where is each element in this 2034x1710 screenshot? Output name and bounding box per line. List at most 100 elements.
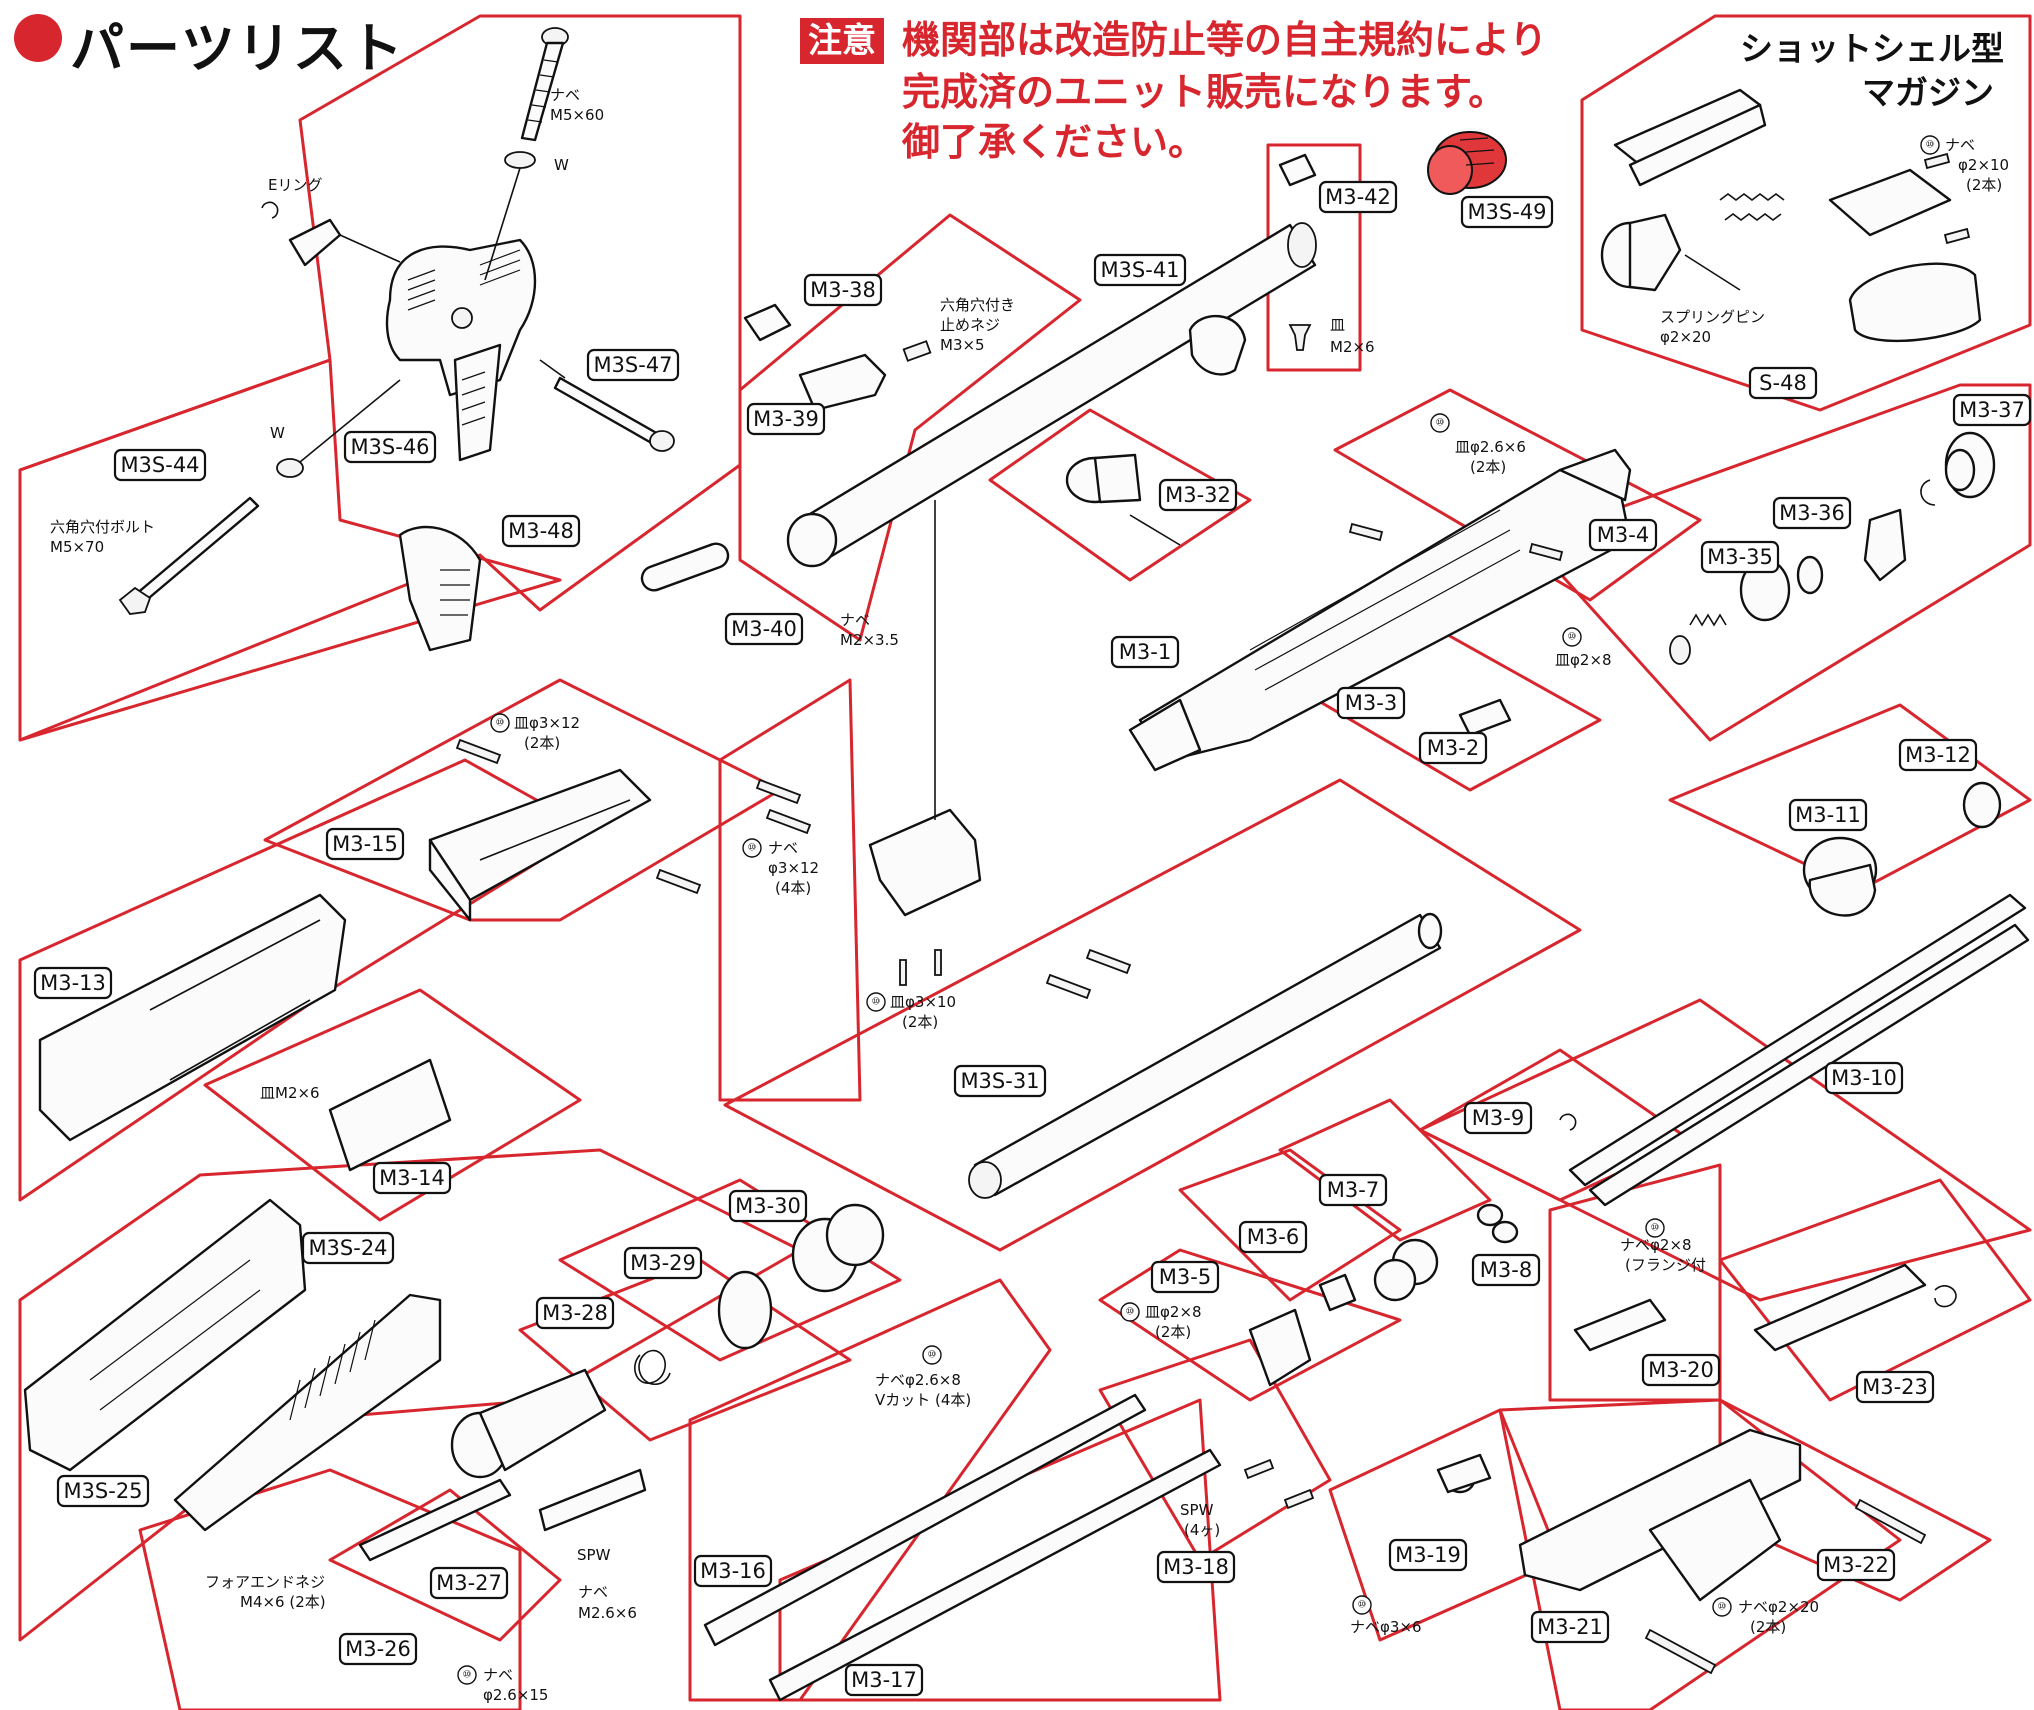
svg-text:M3-5: M3-5 (1159, 1265, 1211, 1289)
info-icon (1120, 1302, 1140, 1322)
note-nabe-3x6: ナベφ3×6 (1350, 1618, 1422, 1636)
note-nabe-2x20-2: (2本) (1750, 1618, 1786, 1636)
warning-line-1: 機関部は改造防止等の自主規約により (902, 18, 1548, 62)
svg-text:M3-27: M3-27 (436, 1571, 502, 1595)
region-m3s-31 (723, 778, 1582, 1252)
svg-text:M3-7: M3-7 (1327, 1178, 1379, 1202)
part-m3-30 (791, 1203, 885, 1293)
tag-m3-27: M3-27 (429, 1566, 509, 1600)
warning-badge: 注意 (800, 18, 884, 64)
tag-m3-39: M3-39 (746, 402, 826, 436)
region-m3-13 (18, 758, 592, 1202)
part-m3s-31 (968, 912, 1443, 1199)
bolt-m5x60 (484, 27, 569, 281)
part-m3-27 (358, 1368, 647, 1562)
tag-m3-37: M3-37 (1952, 393, 2032, 427)
note-nabe-m5x60-2: M5×60 (550, 106, 604, 124)
part-m3-32 (1065, 453, 1181, 546)
note-nabe-2-6x15-2: φ2.6×15 (483, 1686, 548, 1704)
part-m3-10 (1568, 893, 2030, 1207)
note-e-ring: Eリング (268, 176, 322, 194)
part-m3-37 (1920, 431, 1996, 506)
tag-m3-8: M3-8 (1471, 1253, 1541, 1287)
note-nabe-m2x3-5-1: ナベ (840, 611, 870, 629)
note-nabe-2x20-1: ナベφ2×20 (1738, 1598, 1819, 1616)
tag-m3s-46: M3S-46 (343, 430, 437, 464)
svg-text:M3-30: M3-30 (735, 1194, 801, 1218)
region-m3-18 (1098, 1338, 1332, 1562)
region-m3-42 (1266, 143, 1362, 372)
note-sara-2-6x6-2: (2本) (1470, 458, 1506, 476)
tag-m3-3: M3-3 (1336, 686, 1406, 720)
svg-text:M3-15: M3-15 (332, 832, 398, 856)
part-m3-19 (1436, 1453, 1492, 1494)
part-m3-15 (428, 768, 652, 922)
region-m3-21 (1498, 1398, 1902, 1710)
icon-glyph-8: ⑩ (1126, 1307, 1135, 1318)
svg-text:M3S-25: M3S-25 (63, 1479, 142, 1503)
note-nabe-2x10-3: (2本) (1966, 176, 2002, 194)
tag-m3-9: M3-9 (1463, 1101, 1533, 1135)
svg-text:M3-39: M3-39 (753, 407, 819, 431)
barrel-bracket (868, 500, 982, 917)
svg-text:M3-8: M3-8 (1480, 1258, 1532, 1282)
svg-text:M3-32: M3-32 (1165, 483, 1231, 507)
note-nabe-2-6x15-1: ナベ (483, 1666, 513, 1684)
region-middle (718, 678, 862, 1102)
svg-text:M3-35: M3-35 (1707, 545, 1773, 569)
note-nabe-3x12-2: φ3×12 (768, 859, 819, 877)
svg-text:M3-17: M3-17 (851, 1668, 917, 1692)
tag-m3-12: M3-12 (1898, 738, 1978, 772)
note-sara-2x8-2-1: 皿φ2×8 (1145, 1303, 1202, 1321)
tag-m3-16: M3-16 (693, 1554, 773, 1588)
part-m3s-25 (173, 1293, 442, 1532)
note-nabe-3x12-1: ナベ (768, 839, 798, 857)
note-hex-set-screw-3: M3×5 (940, 336, 985, 354)
tag-m3s-25: M3S-25 (56, 1474, 150, 1508)
note-hex-bolt-1: 六角穴付ボルト (50, 518, 155, 536)
svg-text:M3-42: M3-42 (1325, 185, 1391, 209)
tag-m3s-31: M3S-31 (953, 1064, 1047, 1098)
note-spw-4-1: SPW (1180, 1501, 1214, 1519)
info-icon (1645, 1218, 1665, 1238)
warning-line-3: 御了承ください。 (902, 120, 1207, 164)
note-nabe-3x12-3: (4本) (775, 879, 811, 897)
region-m3-15 (263, 678, 782, 922)
region-m3-10 (1418, 998, 2032, 1302)
region-m3-26 (138, 1468, 522, 1710)
icon-glyph-11: ⑩ (1358, 1600, 1367, 1611)
tag-m3-11: M3-11 (1788, 798, 1868, 832)
tag-m3s-49: M3S-49 (1460, 195, 1554, 229)
part-m3-8 (1476, 1203, 1519, 1244)
svg-text:M3-6: M3-6 (1247, 1225, 1299, 1249)
svg-text:M3-13: M3-13 (40, 971, 106, 995)
region-m3-17 (778, 1398, 1222, 1702)
svg-text:M3-9: M3-9 (1472, 1106, 1524, 1130)
part-m3-11 (1802, 836, 1878, 917)
part-m3-40 (640, 542, 730, 592)
part-m3-20 (1573, 1298, 1667, 1352)
tag-m3-5: M3-5 (1150, 1260, 1220, 1294)
tag-m3-14: M3-14 (372, 1161, 452, 1195)
part-m3-38 (743, 303, 792, 342)
part-m3-42 (1278, 153, 1317, 187)
region-m3-7 (1278, 1098, 1492, 1242)
note-spring-pin-1: スプリングピン (1660, 308, 1765, 326)
tag-m3-22: M3-22 (1816, 1548, 1896, 1582)
region-m3-6 (1178, 1148, 1402, 1302)
tag-m3-36: M3-36 (1772, 496, 1852, 530)
grip-m3-48 (398, 525, 482, 652)
part-m3-9 (1559, 1113, 1577, 1131)
tag-m3-26: M3-26 (338, 1632, 418, 1666)
svg-text:M3-29: M3-29 (630, 1251, 696, 1275)
part-m3-28 (634, 1349, 671, 1386)
note-nabe-2x8-flange-2: (フランジ付 (1625, 1256, 1706, 1274)
note-w-left: W (270, 424, 285, 442)
note-nabe-2-6x8-1: ナベφ2.6×8 (875, 1371, 961, 1389)
region-m3-27 (328, 1488, 562, 1642)
tag-m3-38: M3-38 (803, 273, 883, 307)
region-magazine (1580, 14, 2032, 412)
part-m3-7 (1373, 1238, 1439, 1302)
svg-text:M3-11: M3-11 (1795, 803, 1861, 827)
svg-text:M3-2: M3-2 (1427, 736, 1479, 760)
